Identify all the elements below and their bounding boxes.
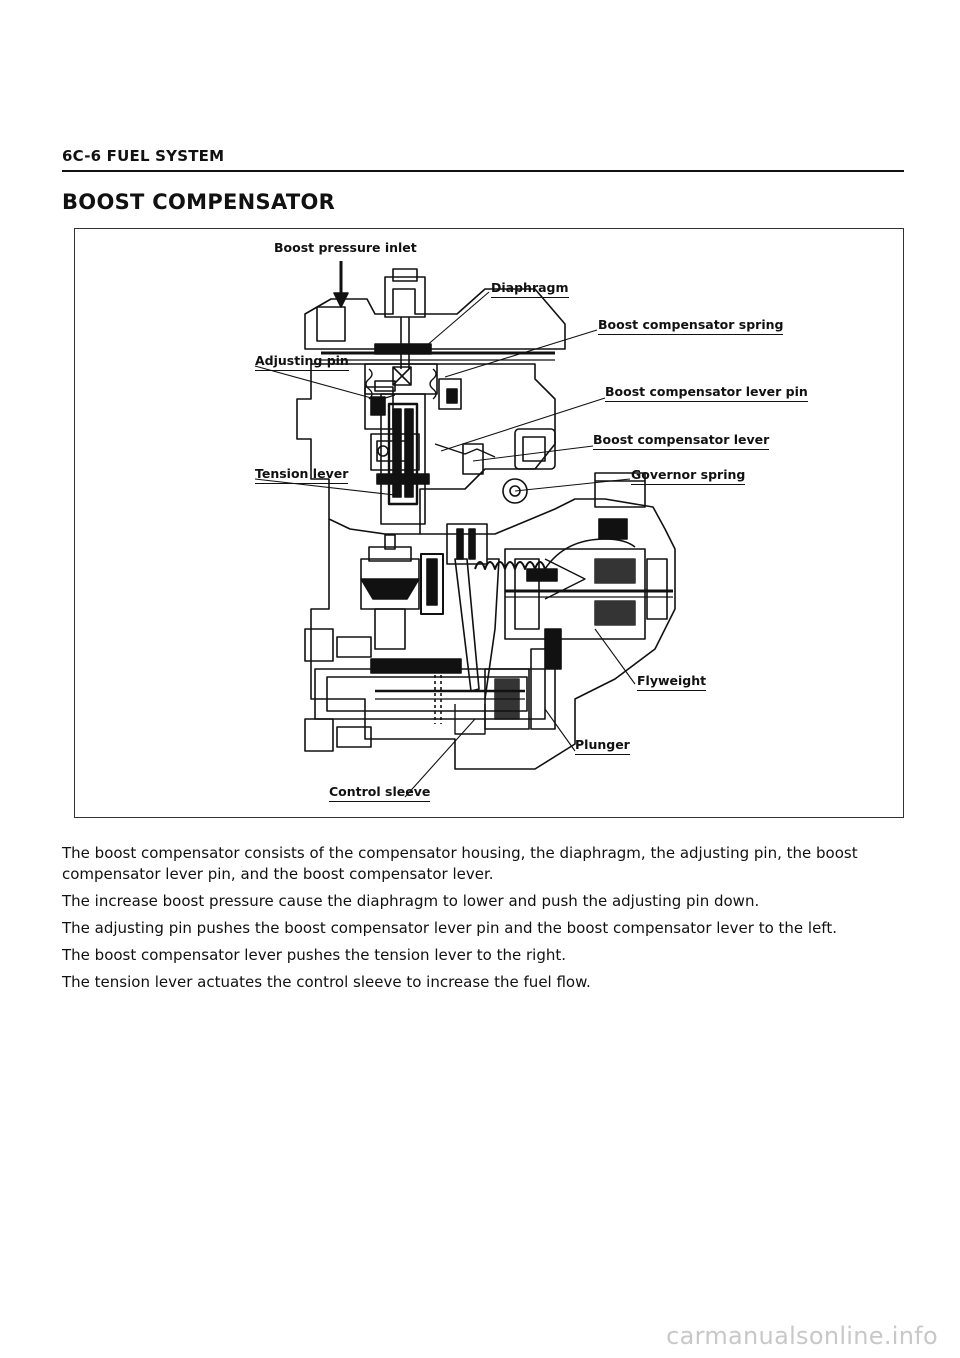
label-diaphragm: Diaphragm	[491, 280, 569, 298]
label-adjusting-pin: Adjusting pin	[255, 353, 349, 371]
label-boost-compensator-lever: Boost compensator lever	[593, 432, 770, 450]
label-boost-compensator-spring: Boost compensator spring	[598, 317, 784, 335]
description-text: The boost compensator consists of the co…	[62, 843, 904, 999]
paragraph: The tension lever actuates the control s…	[62, 973, 591, 991]
paragraph: The adjusting pin pushes the boost compe…	[62, 919, 837, 937]
label-plunger: Plunger	[575, 737, 630, 755]
label-flyweight: Flyweight	[637, 673, 707, 691]
boost-compensator-diagram: Boost pressure inlet Diaphragm Boost com…	[74, 228, 904, 818]
label-boost-pressure-inlet: Boost pressure inlet	[274, 240, 417, 255]
page-title: BOOST COMPENSATOR	[62, 190, 336, 214]
pump-cutaway-drawing	[254, 261, 676, 798]
paragraph: The increase boost pressure cause the di…	[62, 892, 760, 910]
header-rule	[62, 170, 904, 172]
label-tension-lever: Tension lever	[255, 466, 349, 484]
label-governor-spring: Governor spring	[631, 467, 746, 485]
paragraph: The boost compensator lever pushes the t…	[62, 946, 566, 964]
label-control-sleeve: Control sleeve	[329, 784, 431, 802]
section-header: 6C-6 FUEL SYSTEM	[62, 147, 225, 165]
label-boost-compensator-lever-pin: Boost compensator lever pin	[605, 384, 808, 402]
watermark: carmanualsonline.info	[666, 1322, 938, 1350]
paragraph: The boost compensator consists of the co…	[62, 844, 858, 883]
